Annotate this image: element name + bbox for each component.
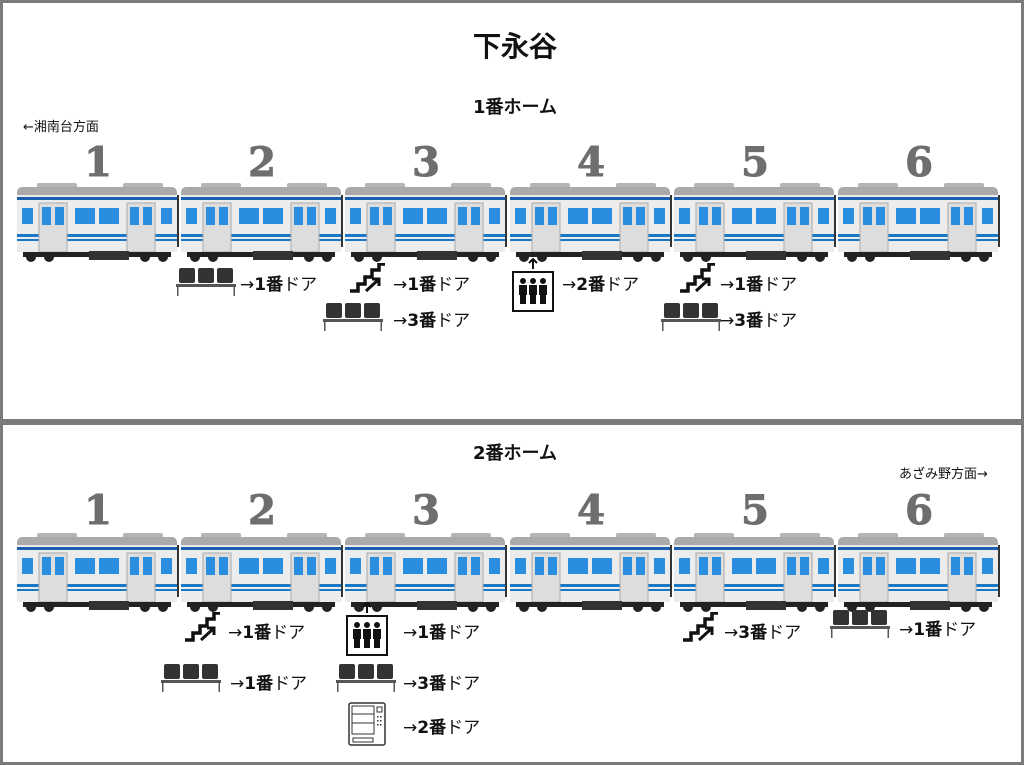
arrow: → [403,718,418,738]
direction-label: あざみ野方面→ [899,467,988,482]
car-number: 1 [84,139,113,187]
door-label: →2番ドア [562,270,639,295]
car-number: 6 [905,139,934,187]
door-number: 3番 [738,623,768,643]
arrow: → [393,311,408,331]
door-number: 3番 [407,311,437,331]
door-number: 2番 [417,718,447,738]
door-suffix: ドア [446,674,481,694]
arrow: → [230,674,245,694]
door-number: 1番 [254,275,284,295]
vending-machine-icon [348,702,386,750]
door-label: →1番ドア [899,615,976,640]
train-car-icon [181,183,344,263]
stairs-icon [348,262,386,297]
door-suffix: ドア [273,674,308,694]
door-suffix: ドア [271,623,306,643]
arrow: → [720,275,735,295]
door-suffix: ドア [763,311,798,331]
bench-icon [161,664,221,696]
bench-icon [661,303,721,335]
door-number: 1番 [407,275,437,295]
stairs-icon [678,262,716,297]
bench-icon [830,610,890,642]
station-name: 下永谷 [472,30,557,63]
platform-2-panel: 2番ホーム あざみ野方面→ 1 2 3 4 5 6 →1番ドア→1番ドア→1番ド… [0,422,1024,765]
bench-icon [336,664,396,696]
arrow: → [720,311,735,331]
bench-icon [323,303,383,335]
train-car-icon [17,533,180,613]
train-car-icon [345,183,508,263]
door-label: →1番ドア [403,618,480,643]
car-number: 3 [412,487,441,535]
car-number: 4 [577,139,606,187]
door-number: 1番 [913,620,943,640]
arrow: → [562,275,577,295]
door-number: 1番 [734,275,764,295]
elevator-icon [512,257,554,316]
platform-title: 1番ホーム [473,97,557,118]
platform-title: 2番ホーム [473,443,557,464]
direction-label: ←湘南台方面 [23,120,99,135]
train-car-icon [181,533,344,613]
door-number: 3番 [734,311,764,331]
car-number: 5 [741,139,770,187]
door-suffix: ドア [767,623,802,643]
car-number: 2 [248,487,277,535]
platform-1-panel: 下永谷 1番ホーム ←湘南台方面 1 2 3 4 5 6 →1番ドア→1番ドア→… [0,0,1024,422]
door-label: →3番ドア [393,306,470,331]
car-number: 3 [412,139,441,187]
car-number: 5 [741,487,770,535]
arrow: → [899,620,914,640]
door-number: 3番 [417,674,447,694]
door-number: 1番 [242,623,272,643]
door-label: →1番ドア [230,669,307,694]
door-suffix: ドア [446,718,481,738]
stairs-icon [681,611,719,646]
stairs-icon [183,611,221,646]
train-car-icon [17,183,180,263]
arrow: → [724,623,739,643]
arrow: → [403,623,418,643]
door-label: →3番ドア [724,618,801,643]
door-suffix: ドア [605,275,640,295]
door-label: →1番ドア [228,618,305,643]
door-label: →1番ドア [393,270,470,295]
train-car-icon [510,533,673,613]
car-number: 2 [248,139,277,187]
arrow: → [228,623,243,643]
car-number: 4 [577,487,606,535]
bench-icon [176,268,236,300]
door-suffix: ドア [436,311,471,331]
train-car-icon [674,183,837,263]
door-label: →1番ドア [720,270,797,295]
train-car-icon [510,183,673,263]
car-number: 6 [905,487,934,535]
door-suffix: ドア [763,275,798,295]
door-number: 1番 [417,623,447,643]
door-label: →2番ドア [403,713,480,738]
door-label: →1番ドア [240,270,317,295]
train-car-icon [345,533,508,613]
car-number: 1 [84,487,113,535]
door-suffix: ドア [942,620,977,640]
arrow: → [240,275,255,295]
arrow: → [403,674,418,694]
train-car-icon [674,533,837,613]
door-number: 2番 [576,275,606,295]
train-car-icon [838,533,1001,613]
door-number: 1番 [244,674,274,694]
train-car-icon [838,183,1001,263]
elevator-icon [346,601,388,660]
arrow: → [393,275,408,295]
door-suffix: ドア [446,623,481,643]
door-suffix: ドア [283,275,318,295]
door-label: →3番ドア [403,669,480,694]
door-suffix: ドア [436,275,471,295]
door-label: →3番ドア [720,306,797,331]
